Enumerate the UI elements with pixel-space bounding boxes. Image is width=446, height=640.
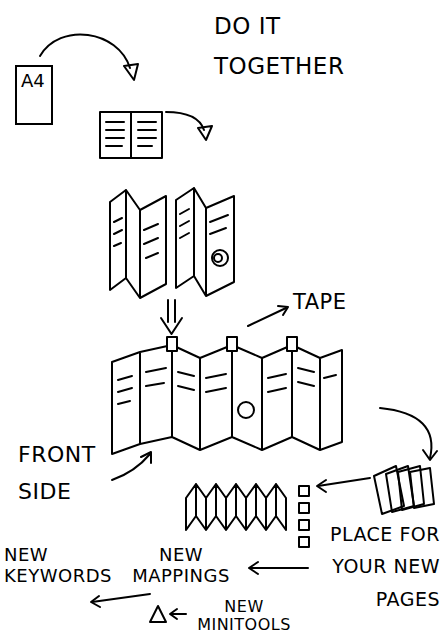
- node-text: A4: [17, 67, 51, 95]
- tape-strip: [287, 337, 297, 351]
- leader-arrow: [171, 613, 186, 615]
- leader-arrow: [112, 454, 150, 480]
- doodle-circle: [214, 254, 222, 262]
- callout-label: TAPE: [293, 290, 383, 315]
- folded-leaflet: [110, 190, 166, 298]
- arrow-head: [141, 452, 151, 463]
- booklet: [100, 112, 162, 158]
- leader-arrow: [248, 308, 286, 326]
- new-page: [410, 468, 434, 508]
- leader-arrow: [92, 594, 150, 602]
- accordion-book: [112, 345, 342, 454]
- arrow-head: [278, 306, 288, 315]
- arrow-head: [198, 126, 212, 140]
- page-square: [299, 486, 309, 496]
- doodle-circle: [212, 250, 228, 266]
- booklet-fold: [130, 112, 132, 158]
- arrow-head: [161, 318, 182, 334]
- title-text: DO IT TOGETHER: [214, 6, 364, 87]
- callout-label: PLACE FOR YOUR NEW PAGES: [296, 518, 440, 615]
- small-accordion: [186, 484, 286, 530]
- doodle-circle: [238, 402, 254, 418]
- page-square: [299, 503, 309, 513]
- curved-arrow: [40, 34, 130, 68]
- tape-strip: [167, 337, 177, 351]
- arrow-head: [170, 609, 177, 619]
- triangle-symbol: [150, 606, 166, 622]
- callout-label: NEW KEYWORDS: [4, 545, 116, 586]
- arrow-head: [249, 562, 258, 574]
- page-square: [299, 537, 309, 547]
- page-scribbles: [118, 368, 336, 404]
- leader-arrow: [250, 567, 308, 569]
- callout-label: NEW MAPPINGS: [122, 545, 240, 586]
- leaflet-scribbles: [180, 209, 228, 238]
- arrow-head: [91, 596, 100, 607]
- folded-leaflet: [176, 188, 234, 296]
- page-square: [299, 520, 309, 530]
- tape-strip: [227, 337, 237, 351]
- down-arrow: [168, 300, 175, 322]
- leaflet-scribbles: [114, 218, 158, 258]
- arrow-head: [423, 450, 437, 460]
- arrow-head: [317, 480, 326, 492]
- callout-label: NEW MINITOOLS: [188, 598, 300, 633]
- sheet-box: A4: [15, 65, 53, 125]
- callout-label: FRONT SIDE: [18, 436, 110, 511]
- booklet-lines: [106, 122, 156, 146]
- arrow-head: [124, 64, 138, 80]
